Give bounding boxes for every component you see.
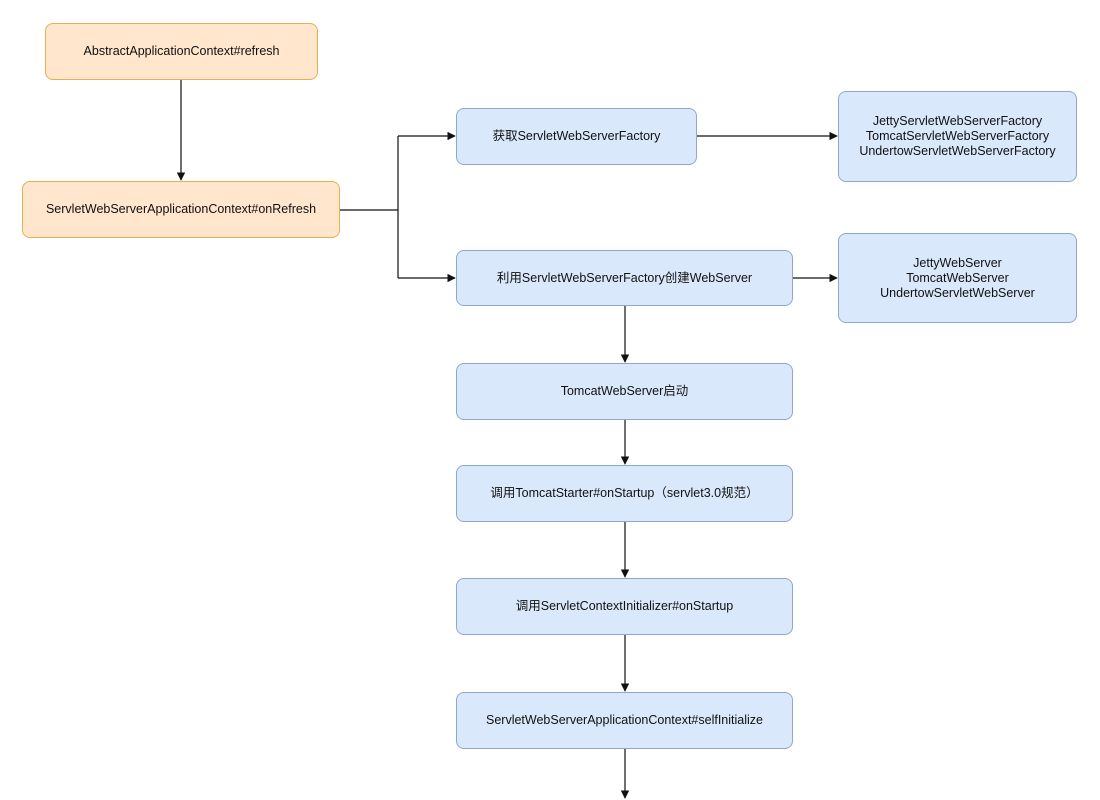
node-tomcat-starter-label: 调用TomcatStarter#onStartup（servlet3.0规范） bbox=[490, 486, 759, 500]
factory-impl-undertow: UndertowServletWebServerFactory bbox=[859, 144, 1056, 158]
node-on-refresh: ServletWebServerApplicationContext#onRef… bbox=[22, 181, 340, 238]
node-self-initialize: ServletWebServerApplicationContext#selfI… bbox=[456, 692, 793, 749]
node-on-refresh-label: ServletWebServerApplicationContext#onRef… bbox=[45, 202, 317, 216]
node-factory-impls: JettyServletWebServerFactory TomcatServl… bbox=[838, 91, 1077, 182]
node-get-factory: 获取ServletWebServerFactory bbox=[456, 108, 697, 165]
node-create-server-label: 利用ServletWebServerFactory创建WebServer bbox=[496, 270, 753, 285]
node-create-server: 利用ServletWebServerFactory创建WebServer bbox=[456, 250, 793, 306]
node-tomcat-start: TomcatWebServer启动 bbox=[456, 363, 793, 420]
node-tomcat-start-label: TomcatWebServer启动 bbox=[560, 384, 689, 398]
node-abstract-refresh: AbstractApplicationContext#refresh bbox=[45, 23, 318, 80]
factory-impl-jetty: JettyServletWebServerFactory bbox=[872, 114, 1043, 128]
node-abstract-refresh-label: AbstractApplicationContext#refresh bbox=[83, 44, 280, 58]
node-server-impls: JettyWebServer TomcatWebServer UndertowS… bbox=[838, 233, 1077, 323]
server-impl-tomcat: TomcatWebServer bbox=[906, 270, 1009, 285]
factory-impl-tomcat: TomcatServletWebServerFactory bbox=[865, 129, 1050, 143]
node-context-initializer: 调用ServletContextInitializer#onStartup bbox=[456, 578, 793, 635]
server-impl-jetty: JettyWebServer bbox=[913, 255, 1002, 270]
node-tomcat-starter: 调用TomcatStarter#onStartup（servlet3.0规范） bbox=[456, 465, 793, 522]
server-impl-undertow: UndertowServletWebServer bbox=[880, 285, 1035, 300]
node-get-factory-label: 获取ServletWebServerFactory bbox=[492, 129, 661, 143]
node-self-initialize-label: ServletWebServerApplicationContext#selfI… bbox=[486, 713, 763, 727]
node-context-initializer-label: 调用ServletContextInitializer#onStartup bbox=[515, 599, 734, 613]
